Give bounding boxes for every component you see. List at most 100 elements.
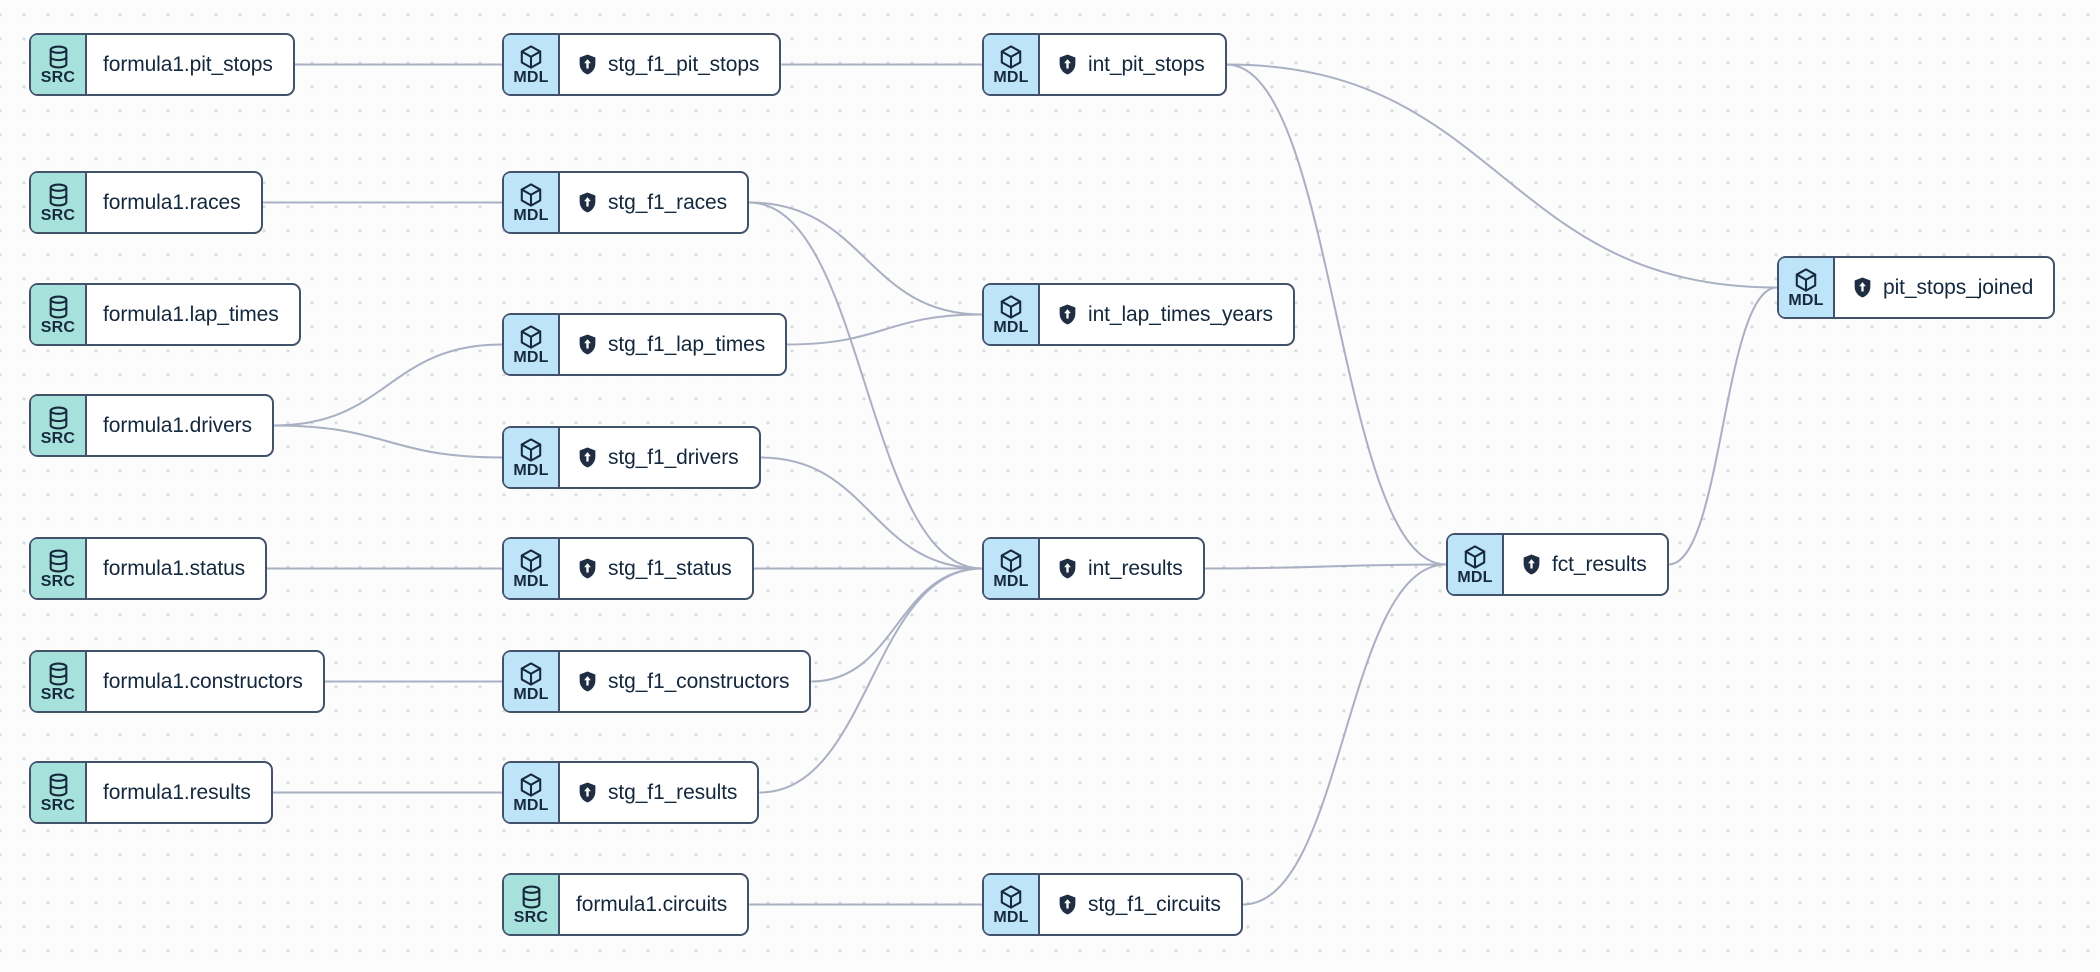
node-type-label: MDL xyxy=(513,796,549,814)
node-type-badge: MDL xyxy=(1779,258,1835,317)
node-type-label: MDL xyxy=(993,318,1029,336)
graph-node-src_drivers[interactable]: SRC formula1.drivers xyxy=(29,394,274,457)
graph-node-src_constructors[interactable]: SRC formula1.constructors xyxy=(29,650,325,713)
node-type-label: MDL xyxy=(1457,568,1493,586)
node-body: stg_f1_pit_stops xyxy=(560,35,779,94)
node-body: stg_f1_results xyxy=(560,763,757,822)
node-label: formula1.drivers xyxy=(103,413,252,437)
node-label: int_results xyxy=(1088,556,1183,580)
node-type-badge: SRC xyxy=(504,875,560,934)
shield-icon xyxy=(1056,303,1079,326)
node-body: int_pit_stops xyxy=(1040,35,1225,94)
graph-node-int_results[interactable]: MDL int_results xyxy=(982,537,1205,600)
node-body: formula1.drivers xyxy=(87,396,272,455)
shield-icon xyxy=(1520,553,1543,576)
package-icon xyxy=(518,772,544,797)
shield-icon xyxy=(576,53,599,76)
node-body: stg_f1_status xyxy=(560,539,752,598)
database-icon xyxy=(46,661,71,686)
edge-stg_results-to-int_results xyxy=(759,567,983,794)
graph-node-stg_results[interactable]: MDL stg_f1_results xyxy=(502,761,760,824)
node-body: int_lap_times_years xyxy=(1040,285,1293,344)
graph-node-pit_stops_joined[interactable]: MDL pit_stops_joined xyxy=(1777,256,2056,319)
database-icon xyxy=(46,294,71,319)
node-body: stg_f1_drivers xyxy=(560,428,759,487)
node-label: formula1.circuits xyxy=(576,892,728,916)
shield-icon xyxy=(576,191,599,214)
node-body: formula1.races xyxy=(87,173,261,232)
node-label: stg_f1_circuits xyxy=(1088,892,1221,916)
graph-node-stg_circuits[interactable]: MDL stg_f1_circuits xyxy=(982,873,1243,936)
node-type-label: MDL xyxy=(513,206,549,224)
node-type-badge: SRC xyxy=(31,396,87,455)
node-type-label: SRC xyxy=(513,908,549,926)
node-label: formula1.constructors xyxy=(103,669,303,693)
node-type-badge: SRC xyxy=(31,173,87,232)
graph-node-src_circuits[interactable]: SRC formula1.circuits xyxy=(502,873,750,936)
node-label: int_lap_times_years xyxy=(1088,302,1273,326)
edge-int_pit_stops-to-pit_stops_joined xyxy=(1226,63,1778,289)
node-type-label: MDL xyxy=(993,908,1029,926)
graph-node-stg_pit_stops[interactable]: MDL stg_f1_pit_stops xyxy=(502,33,782,96)
node-label: int_pit_stops xyxy=(1088,52,1205,76)
graph-node-src_pit_stops[interactable]: SRC formula1.pit_stops xyxy=(29,33,295,96)
graph-node-src_races[interactable]: SRC formula1.races xyxy=(29,171,263,234)
edge-stg_drivers-to-int_results xyxy=(760,456,983,570)
edge-stg_circuits-to-fct_results xyxy=(1242,563,1447,906)
graph-node-stg_drivers[interactable]: MDL stg_f1_drivers xyxy=(502,426,761,489)
package-icon xyxy=(518,324,544,349)
graph-node-src_status[interactable]: SRC formula1.status xyxy=(29,537,268,600)
graph-node-stg_races[interactable]: MDL stg_f1_races xyxy=(502,171,750,234)
node-type-label: MDL xyxy=(513,685,549,703)
node-type-badge: MDL xyxy=(504,35,560,94)
node-label: stg_f1_results xyxy=(608,780,738,804)
node-body: formula1.circuits xyxy=(560,875,747,934)
shield-icon xyxy=(576,781,599,804)
package-icon xyxy=(998,294,1024,319)
graph-node-int_lap_times_years[interactable]: MDL int_lap_times_years xyxy=(982,283,1295,346)
node-type-label: MDL xyxy=(1788,291,1824,309)
node-type-label: MDL xyxy=(513,572,549,590)
database-icon xyxy=(46,548,71,573)
node-body: formula1.constructors xyxy=(87,652,323,711)
node-type-badge: SRC xyxy=(31,652,87,711)
shield-icon xyxy=(1056,53,1079,76)
node-type-badge: MDL xyxy=(504,539,560,598)
node-type-label: SRC xyxy=(40,68,76,86)
node-type-label: MDL xyxy=(513,348,549,366)
node-type-badge: MDL xyxy=(504,173,560,232)
graph-node-src_results[interactable]: SRC formula1.results xyxy=(29,761,273,824)
node-type-label: SRC xyxy=(40,572,76,590)
node-type-badge: MDL xyxy=(504,652,560,711)
graph-node-int_pit_stops[interactable]: MDL int_pit_stops xyxy=(982,33,1227,96)
node-body: stg_f1_races xyxy=(560,173,747,232)
edge-stg_constructors-to-int_results xyxy=(811,567,983,683)
edge-int_results-to-fct_results xyxy=(1204,563,1447,570)
package-icon xyxy=(998,548,1024,573)
graph-node-src_lap_times[interactable]: SRC formula1.lap_times xyxy=(29,283,301,346)
node-type-badge: MDL xyxy=(504,315,560,374)
graph-node-fct_results[interactable]: MDL fct_results xyxy=(1446,533,1669,596)
node-body: int_results xyxy=(1040,539,1203,598)
graph-node-stg_lap_times[interactable]: MDL stg_f1_lap_times xyxy=(502,313,788,376)
node-body: stg_f1_constructors xyxy=(560,652,809,711)
edge-src_drivers-to-stg_drivers xyxy=(273,424,503,459)
node-body: formula1.lap_times xyxy=(87,285,299,344)
node-type-badge: MDL xyxy=(984,539,1040,598)
node-label: formula1.races xyxy=(103,190,241,214)
node-type-label: SRC xyxy=(40,318,76,336)
node-type-badge: SRC xyxy=(31,285,87,344)
node-body: stg_f1_circuits xyxy=(1040,875,1241,934)
shield-icon xyxy=(1056,557,1079,580)
package-icon xyxy=(518,182,544,207)
node-label: formula1.pit_stops xyxy=(103,52,273,76)
node-type-badge: MDL xyxy=(504,763,560,822)
node-type-badge: SRC xyxy=(31,539,87,598)
graph-node-stg_status[interactable]: MDL stg_f1_status xyxy=(502,537,754,600)
graph-node-stg_constructors[interactable]: MDL stg_f1_constructors xyxy=(502,650,812,713)
package-icon xyxy=(998,44,1024,69)
node-type-badge: MDL xyxy=(1448,535,1504,594)
shield-icon xyxy=(576,557,599,580)
